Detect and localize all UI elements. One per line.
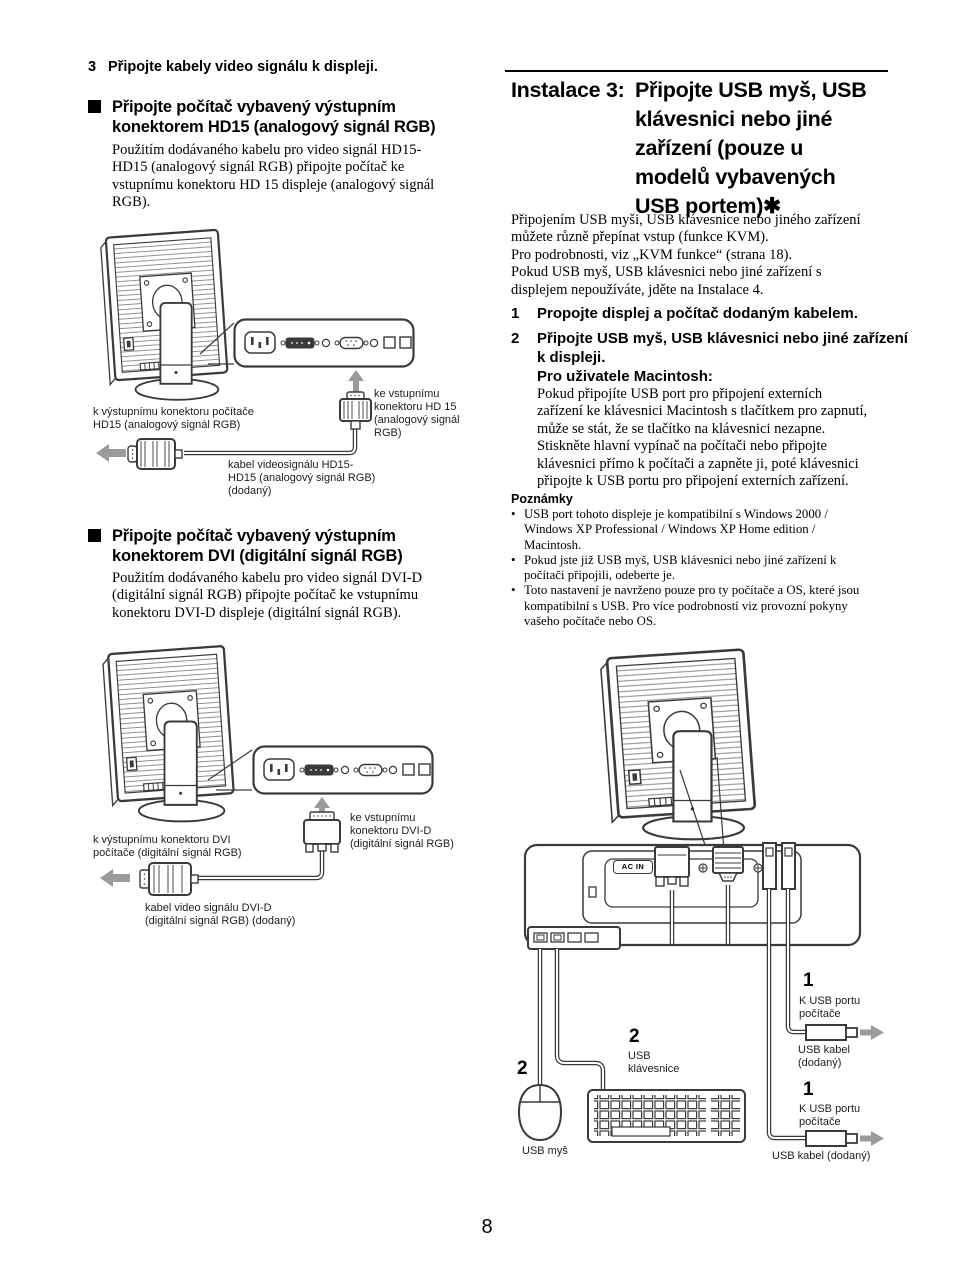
- square-bullet-icon: [88, 100, 101, 113]
- diagram-dvi-connection: ke vstupnímu konektoru DVI-D (digitální …: [88, 640, 488, 940]
- usb-mouse-illustration: [517, 1083, 563, 1142]
- step1-number: 1: [511, 305, 520, 322]
- keyboard-label: USB klávesnice: [628, 1050, 680, 1075]
- hd15-diagram-art: [96, 228, 415, 470]
- page-title: Instalace 3: Připojte USB myš, USB kláve…: [511, 76, 903, 221]
- monitor-rear-illustration: [99, 228, 229, 401]
- usb-hub-ports: [527, 926, 621, 950]
- notes-list: USB port tohoto displeje je kompatibilní…: [511, 507, 911, 629]
- note-item: USB port tohoto displeje je kompatibilní…: [511, 507, 911, 553]
- callout-number-2: 2: [517, 1058, 528, 1079]
- cable-lines: [198, 850, 325, 881]
- note-item: Toto nastavení je navrženo pouze pro ty …: [511, 583, 911, 629]
- dvi-output-label: k výstupnímu konektoru DVI počítače (dig…: [93, 834, 242, 859]
- section-dvi-heading: Připojte počítač vybavený výstupním kone…: [112, 527, 403, 565]
- dvi-diagram-art: [100, 644, 434, 896]
- macintosh-subheading: Pro uživatele Macintosh:: [537, 368, 713, 385]
- dvi-cable-connector-left: [139, 862, 199, 896]
- notes-heading: Poznámky: [511, 492, 573, 506]
- step1-text: Propojte displej a počítač dodaným kabel…: [537, 305, 858, 322]
- left-arrow-icon: [96, 444, 126, 462]
- intro-paragraph: Připojením USB myši, USB klávesnice nebo…: [511, 212, 861, 298]
- usb-diagram-art: [517, 648, 885, 1147]
- monitor-rear-illustration: [101, 644, 236, 823]
- section-dvi-body: Použitím dodávaného kabelu pro video sig…: [112, 570, 423, 621]
- usb-cable-connector: [805, 1024, 885, 1041]
- title-prefix: Instalace 3:: [511, 78, 625, 102]
- section-divider: [505, 70, 888, 72]
- step2-text: Připojte USB myš, USB klávesnici nebo ji…: [537, 330, 908, 366]
- section-hd15-heading: Připojte počítač vybavený výstupním kone…: [112, 98, 436, 136]
- io-panel-illustration: [252, 745, 434, 795]
- hd15-cable-label: kabel videosignálu HD15- HD15 (analogový…: [228, 459, 376, 497]
- hd15-output-label: k výstupnímu konektoru počítače HD15 (an…: [93, 406, 254, 431]
- cable-lines: [184, 427, 358, 456]
- square-bullet-icon: [88, 529, 101, 542]
- mouse-label: USB myš: [522, 1145, 568, 1157]
- page-number: 8: [481, 1216, 493, 1238]
- dvi-plug-inserted: [654, 846, 690, 887]
- callout-lines: [679, 756, 725, 852]
- callout-number-1: 1: [803, 970, 814, 991]
- dvi-input-label: ke vstupnímu konektoru DVI-D (digitální …: [350, 812, 454, 850]
- left-arrow-icon: [100, 869, 130, 887]
- usb-cable-label: USB kabel (dodaný): [772, 1150, 871, 1162]
- dvi-cable-label: kabel video signálu DVI-D (digitální sig…: [145, 902, 296, 927]
- hd15-input-label: ke vstupnímu konektoru HD 15 (analogový …: [374, 388, 460, 439]
- rear-panel-illustration: [523, 843, 862, 947]
- callout-number-1: 1: [803, 1079, 814, 1100]
- hd15-cable-connector-top: [339, 391, 372, 430]
- macintosh-body: Pokud připojíte USB port pro připojení e…: [537, 386, 868, 490]
- usb-cable-label: USB kabel (dodaný): [798, 1044, 850, 1069]
- callout-lines: [199, 322, 235, 365]
- callout-number-2: 2: [629, 1026, 640, 1047]
- hd15-plug-inserted: [712, 846, 744, 882]
- step2-number: 2: [511, 330, 520, 347]
- hd15-cable-connector-left: [127, 438, 183, 470]
- usb-cable-lines: [766, 889, 806, 1141]
- note-item: Pokud jste již USB myš, USB klávesnici n…: [511, 553, 911, 584]
- usb-port-label: K USB portu počítače: [799, 995, 861, 1020]
- callout-lines: [207, 749, 253, 791]
- step3-heading: Připojte kabely video signálu k displeji…: [108, 59, 378, 75]
- diagram-hd15-connection: ke vstupnímu konektoru HD 15 (analogový …: [88, 222, 473, 517]
- usb-keyboard-illustration: [587, 1089, 746, 1143]
- video-cable-lines: [669, 885, 731, 944]
- io-panel-illustration: [233, 318, 415, 368]
- ac-in-label: AC IN: [613, 860, 653, 874]
- title-rest: Připojte USB myš, USB klávesnici nebo ji…: [635, 78, 867, 218]
- diagram-usb-connection: AC IN 1 K USB portu počítače USB kabel (…: [515, 635, 950, 1175]
- monitor-rear-illustration: [598, 648, 757, 841]
- usb-port-label: K USB portu počítače: [799, 1103, 861, 1128]
- usb-cable-connector: [805, 1130, 885, 1147]
- section-hd15-body: Použitím dodávaného kabelu pro video sig…: [112, 142, 435, 211]
- step3-number: 3: [88, 59, 97, 75]
- peripheral-cable-lines: [537, 949, 606, 1092]
